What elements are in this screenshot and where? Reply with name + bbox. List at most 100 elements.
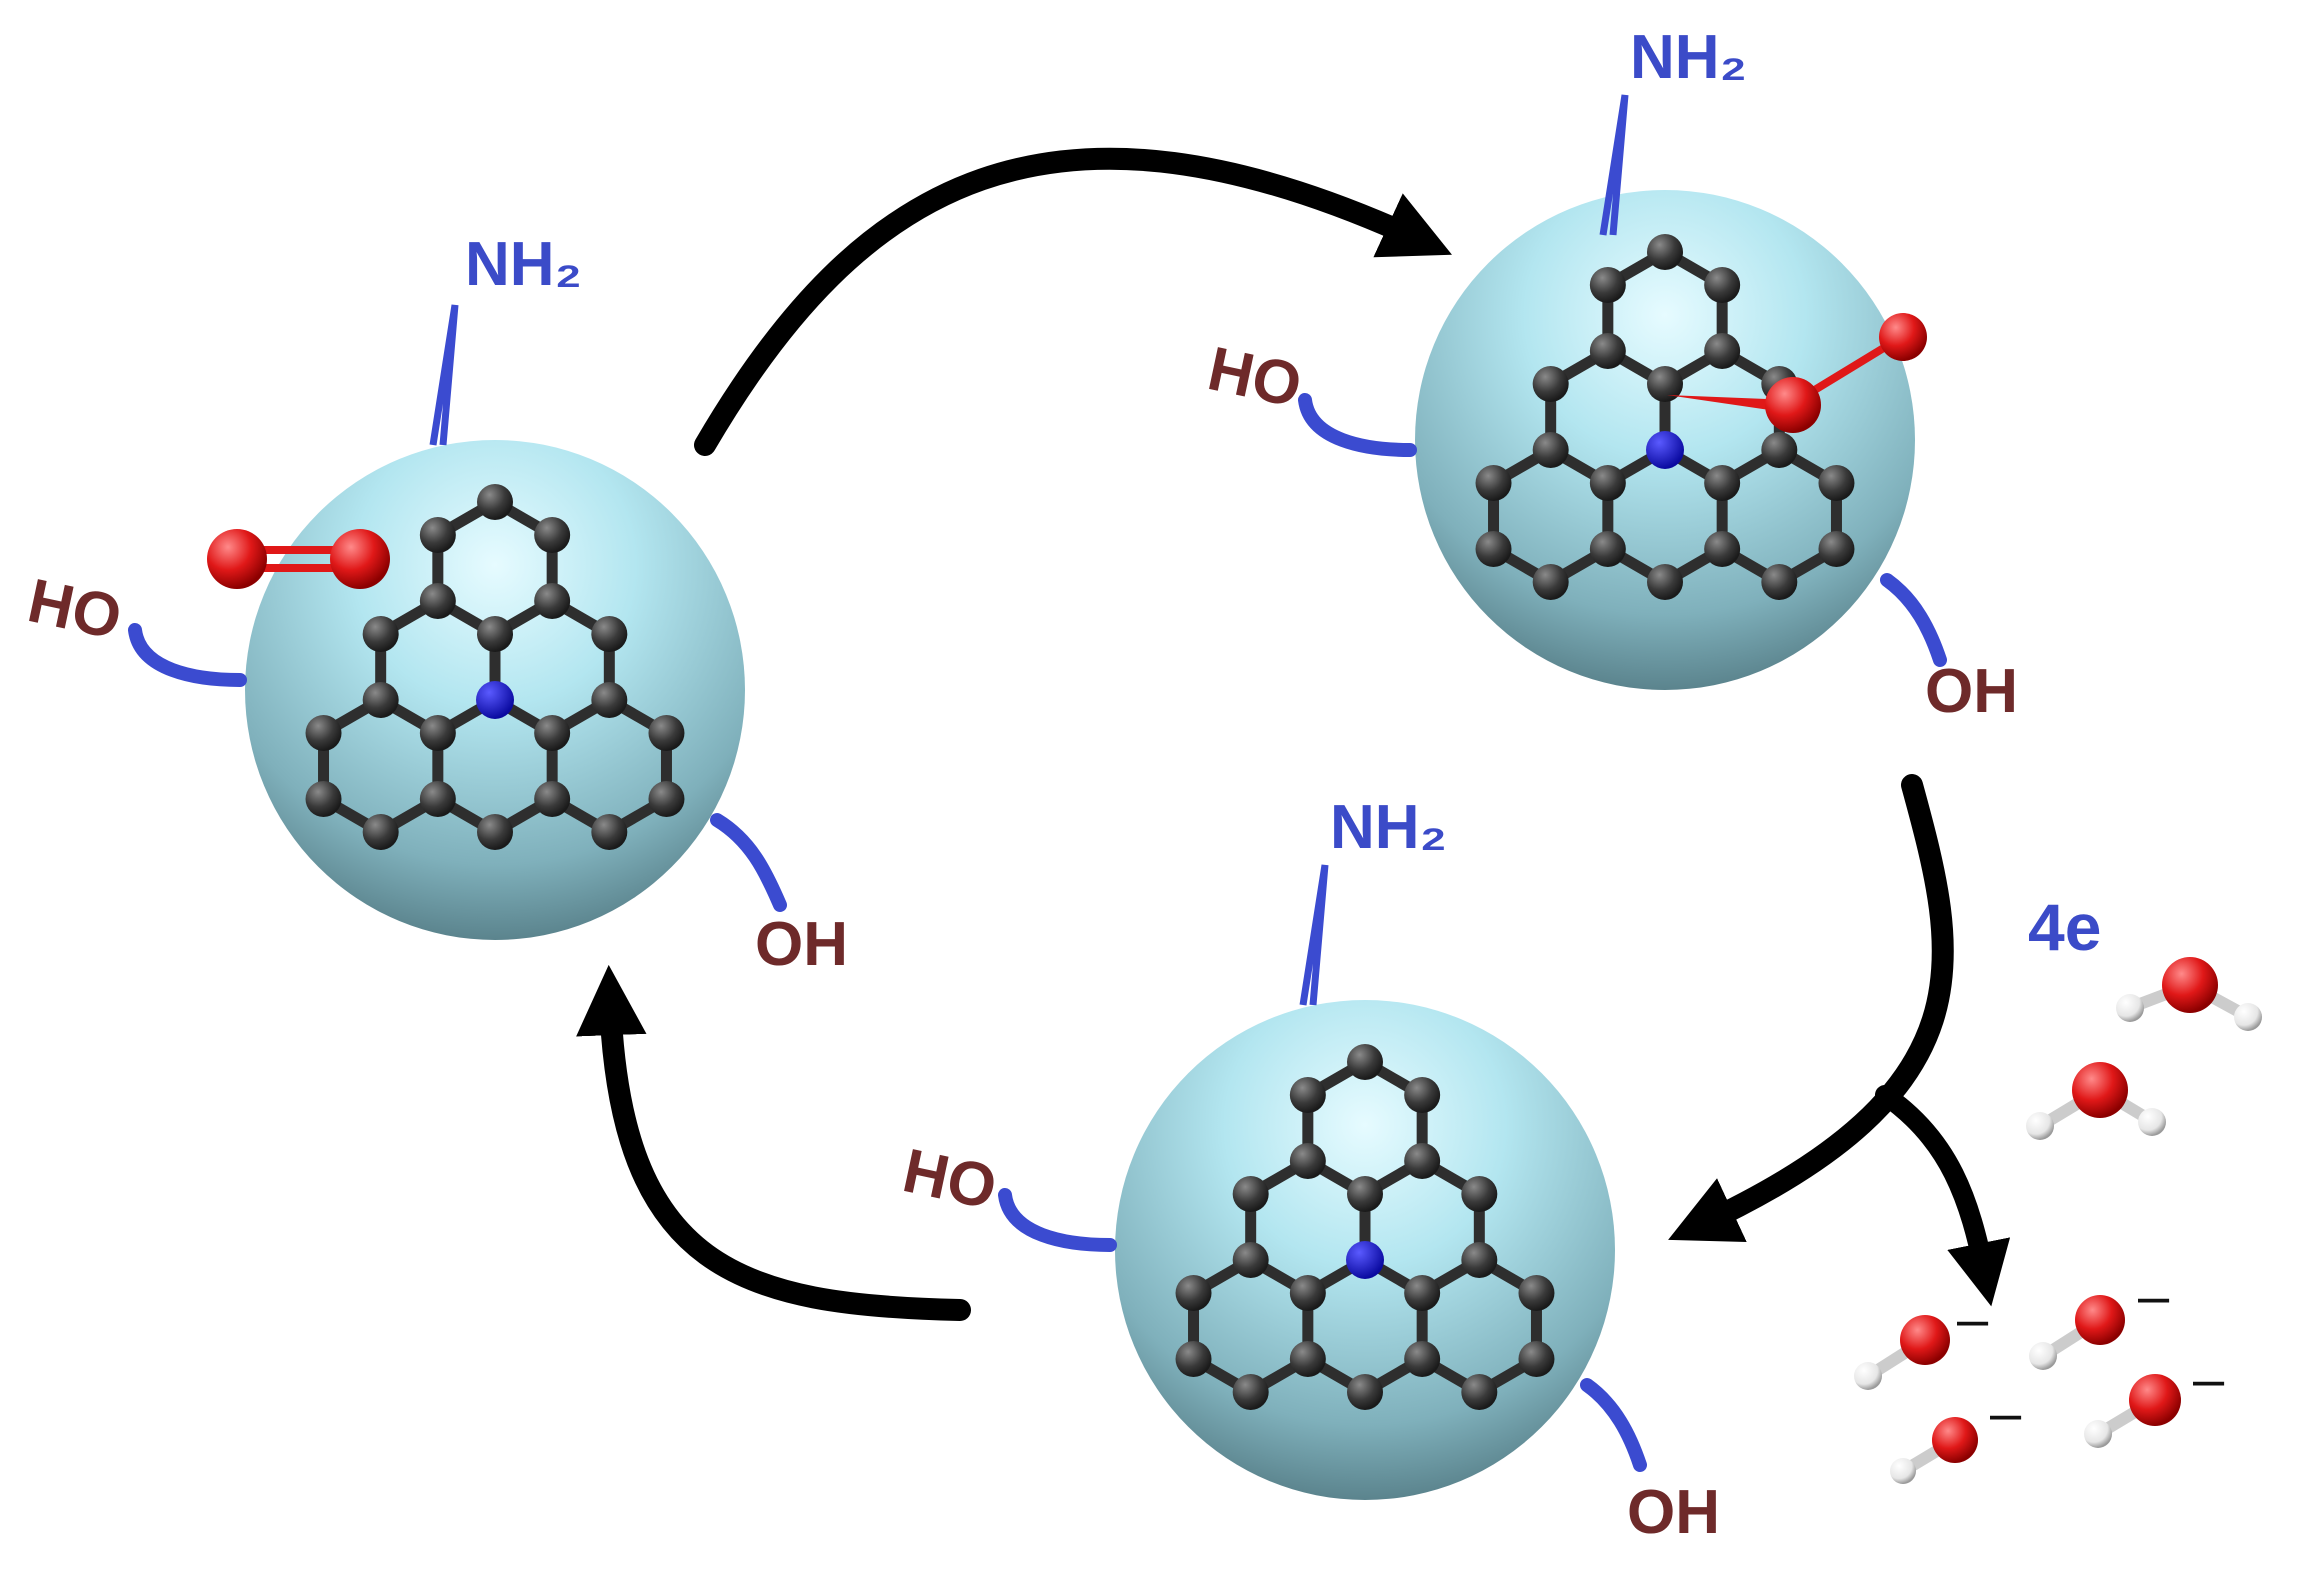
hydroxyl-bond-left (998, 1188, 1117, 1252)
oxygen-atom (1932, 1417, 1978, 1463)
arrow-right-down (1668, 774, 1954, 1243)
amine-label: NH₂ (1330, 793, 1447, 862)
cycle-arrows (576, 147, 2011, 1321)
oxygen-atom (2075, 1295, 2125, 1345)
charge-label: – (1990, 1381, 2022, 1444)
amine-label: NH₂ (1630, 23, 1747, 92)
hydroxide-ion: – (2084, 1347, 2225, 1448)
oxygen-atom (1900, 1315, 1950, 1365)
carbon-atom (1761, 564, 1798, 600)
arrow-top (694, 147, 1452, 456)
catalyst-regenerated: NH₂ HO OH (897, 793, 1720, 1547)
o2-molecule (207, 529, 390, 589)
hydroxide-ion: – (1890, 1381, 2022, 1484)
water-molecule (2116, 957, 2262, 1031)
amine-bond (429, 304, 459, 446)
carbon-atom (1647, 564, 1683, 600)
hydroxyl-label-left: HO (897, 1136, 1002, 1223)
carbon-atom (1532, 432, 1569, 468)
carbon-atom (1532, 366, 1569, 402)
hydrogen-atom (2026, 1112, 2054, 1140)
oxygen-atom (1879, 313, 1927, 361)
carbon-atom (477, 616, 513, 652)
carbon-atom (648, 715, 685, 751)
carbon-atom (1289, 1341, 1326, 1377)
oxygen-atom (2129, 1374, 2181, 1426)
carbon-atom (1704, 267, 1741, 303)
graphene-lattice (1175, 1044, 1555, 1410)
carbon-atom (534, 715, 571, 751)
carbon-atom (1532, 564, 1569, 600)
carbon-atom (1589, 267, 1626, 303)
charge-label: – (2193, 1347, 2225, 1410)
carbon-atom (1761, 432, 1798, 468)
amine-bond (1599, 94, 1629, 236)
carbon-atom (1518, 1341, 1555, 1377)
nitrogen-atom (1346, 1241, 1384, 1279)
carbon-atom (534, 517, 571, 553)
amine-label: NH₂ (465, 230, 582, 299)
hydrogen-atom (2138, 1108, 2166, 1136)
carbon-atom (477, 484, 513, 520)
carbon-atom (305, 715, 342, 751)
carbon-atom (1404, 1143, 1441, 1179)
carbon-atom (1232, 1374, 1269, 1410)
hydrogen-atom (2029, 1342, 2057, 1370)
carbon-atom (1461, 1242, 1498, 1278)
catalyst-with-o2: NH₂ HO OH (22, 230, 848, 979)
hydroxyl-label-right: OH (1627, 1478, 1720, 1547)
carbon-atom (591, 814, 628, 850)
hydroxyl-bond-left (128, 623, 247, 687)
carbon-atom (1589, 531, 1626, 567)
carbon-atom (362, 682, 399, 718)
oxygen-atom (1765, 377, 1821, 433)
nitrogen-atom (1646, 431, 1684, 469)
arrow-branch-products (1875, 1085, 2011, 1307)
carbon-atom (1347, 1176, 1383, 1212)
carbon-atom (1289, 1143, 1326, 1179)
oxygen-atom (2162, 957, 2218, 1013)
amine-bond (1299, 864, 1329, 1006)
catalyst-o2-adsorbed: NH₂ HO OH (1202, 23, 2018, 726)
carbon-atom (419, 517, 456, 553)
carbon-atom (1232, 1242, 1269, 1278)
hydrogen-atom (2234, 1003, 2262, 1031)
oxygen-atom (207, 529, 267, 589)
hydroxyl-bond-right (1880, 573, 1947, 667)
carbon-atom (1461, 1176, 1498, 1212)
carbon-atom (1704, 531, 1741, 567)
charge-label: – (2138, 1264, 2170, 1327)
carbon-atom (534, 583, 571, 619)
hydrogen-atom (2084, 1420, 2112, 1448)
hydrogen-atom (1890, 1458, 1916, 1484)
hydrogen-atom (1854, 1362, 1882, 1390)
carbon-atom (1589, 333, 1626, 369)
hydroxide-ion: – (2029, 1264, 2170, 1370)
hydroxyl-label-right: OH (1925, 657, 2018, 726)
nitrogen-atom (476, 681, 514, 719)
carbon-atom (591, 616, 628, 652)
charge-label: – (1957, 1287, 1989, 1350)
hydroxyl-label-left: HO (22, 566, 127, 653)
carbon-atom (362, 814, 399, 850)
carbon-atom (1232, 1176, 1269, 1212)
electrons-label: 4e (2028, 890, 2101, 964)
carbon-atom (1704, 465, 1741, 501)
carbon-atom (305, 781, 342, 817)
carbon-atom (362, 616, 399, 652)
carbon-atom (419, 583, 456, 619)
carbon-atom (1461, 1374, 1498, 1410)
hydroxide-ion: – (1854, 1287, 1989, 1390)
carbon-atom (1175, 1341, 1212, 1377)
carbon-atom (534, 781, 571, 817)
carbon-atom (1647, 366, 1683, 402)
arrow-left-up (576, 964, 971, 1321)
carbon-atom (1289, 1077, 1326, 1113)
hydroxyl-bond-left (1298, 393, 1417, 457)
carbon-atom (1818, 531, 1855, 567)
water-molecule (2026, 1062, 2166, 1140)
carbon-atom (1704, 333, 1741, 369)
carbon-atom (1475, 531, 1512, 567)
oxygen-atom (330, 529, 390, 589)
